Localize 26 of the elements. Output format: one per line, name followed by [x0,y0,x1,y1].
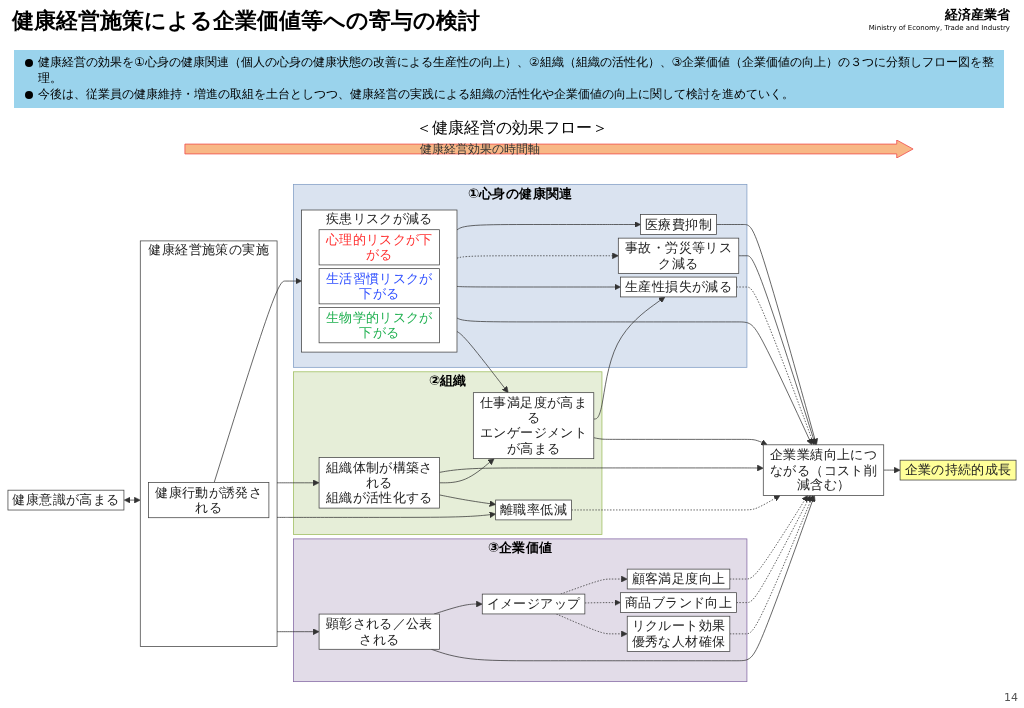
node-box: 仕事満足度が高まる エンゲージメントが高まる [472,392,595,459]
page-number: 14 [1004,691,1018,704]
node-box: 事故・労災等リスク減る [617,237,740,274]
node-box: 商品ブランド向上 [620,592,737,613]
timeline-label: 健康経営効果の時間軸 [420,141,540,158]
bullet-text: 今後は、従業員の健康維持・増進の取組を土台としつつ、健康経営の実践による組織の活性化や企業価値の向上に関して検討を進めていく。 [38,87,794,102]
node-box: リクルート効果 優秀な人材確保 [626,615,731,652]
node-box: 企業の持続的成長 [899,459,1017,481]
node-box: イメージアップ [481,593,586,615]
ministry-name: 経済産業省 [945,6,1010,24]
slide-title: 健康経営施策による企業価値等への寄与の検討 [12,7,480,35]
node-box: 組織体制が構築される 組織が活性化する [318,457,440,509]
node-box: 生活習慣リスクが下がる [318,268,440,305]
node-box: 顕彰される／公表される [318,613,440,650]
node-box: 顧客満足度向上 [626,568,731,590]
node-box: 生物学的リスクが下がる [318,307,440,344]
node-box: 生産性損失が減る [620,276,737,298]
arrow [123,496,141,504]
node-box: 健康意識が高まる [7,489,125,511]
section-heading: ＜健康経営の効果フロー＞ [415,118,609,139]
node-box: 企業業績向上につながる（コスト削減含む） [762,444,885,496]
node-box: 心理的リスクが下がる [318,229,440,266]
node-box: 離職率低減 [495,499,572,521]
node-box: 健康行動が誘発される [148,482,270,519]
bullet-text: 健康経営の効果を①心身の健康関連（個人の心身の健康状態の改善による生産性の向上）、②組織（組織の活性化）、③企業価値（企業価値の向上）の３つに分類しフロー図を整理。 [38,55,995,85]
node-box: 医療費抑制 [640,214,717,235]
